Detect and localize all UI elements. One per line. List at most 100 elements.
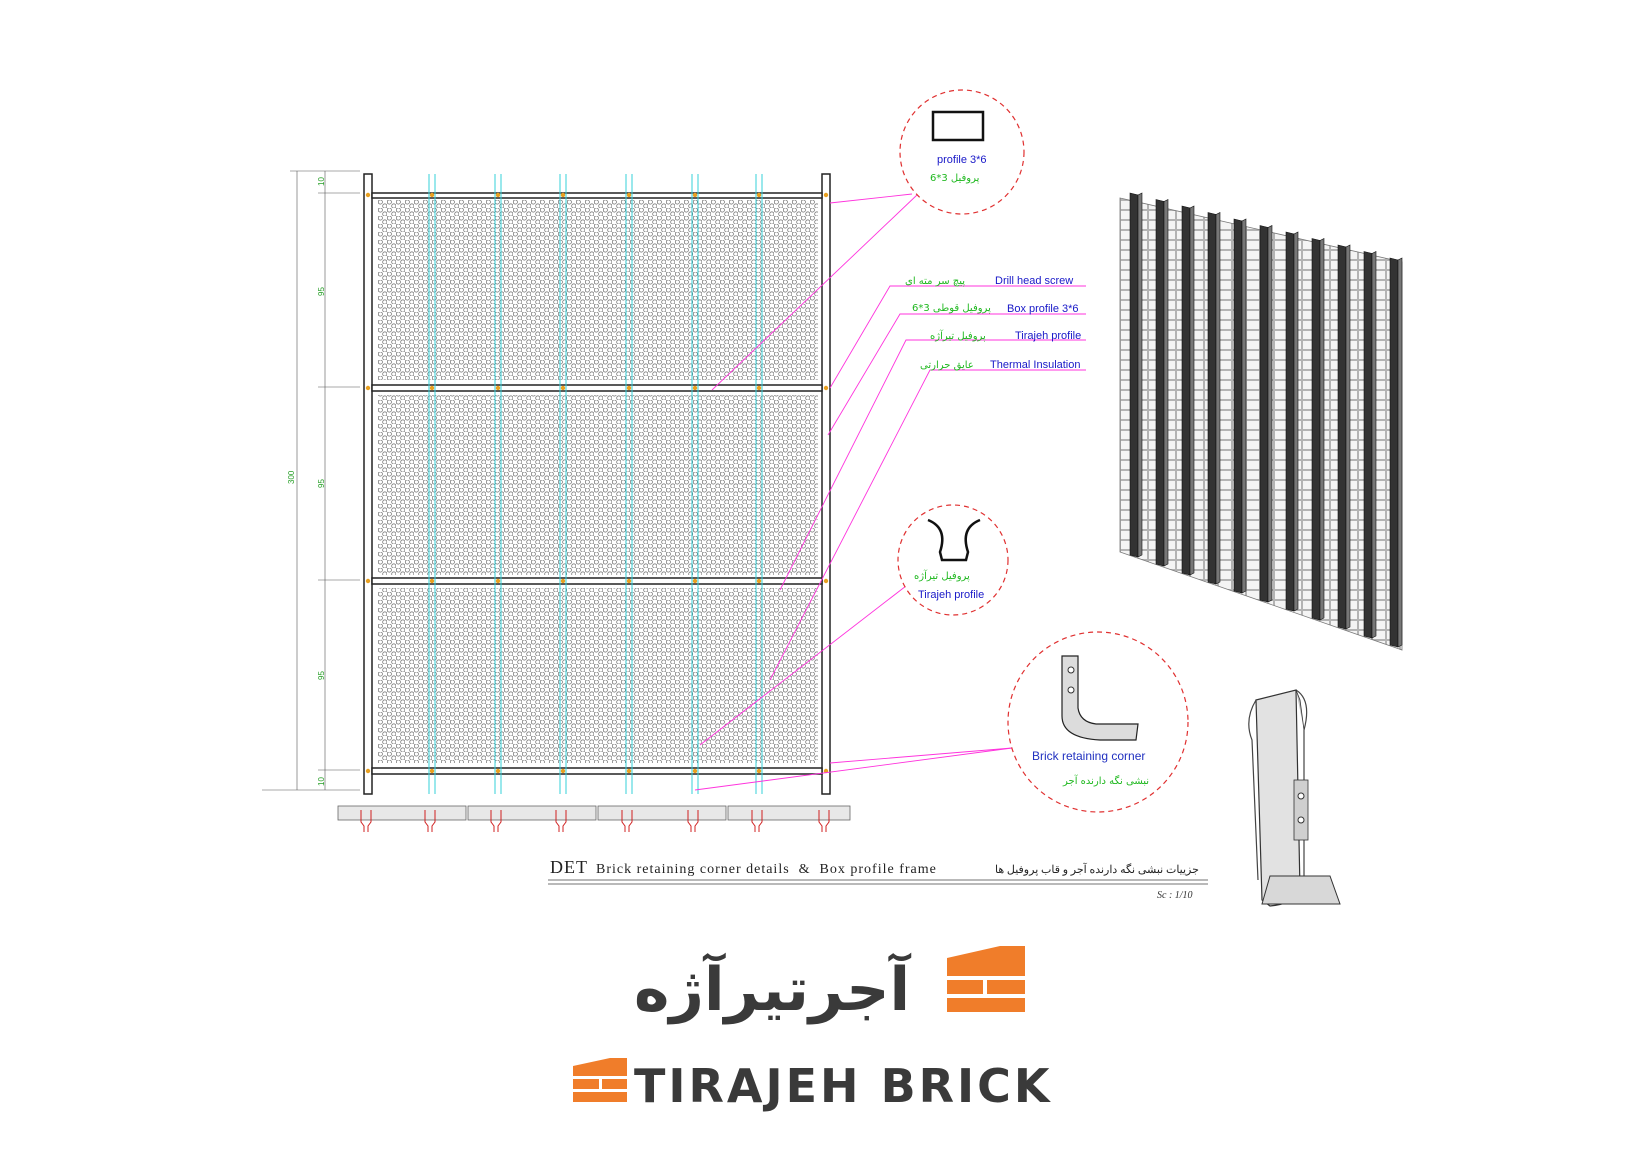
retaining-corner-icon [1061,655,1139,741]
brick-logo-bottom [573,1058,627,1102]
tirajeh-vertical-profiles [428,174,763,794]
screw-marker [756,192,762,198]
corner-label-fa: نبشی نگه دارنده آجر [1062,774,1149,787]
title-scale: Sc : 1/10 [1157,890,1193,901]
iso-vertical-post-side [1267,225,1273,603]
screw-marker [692,192,698,198]
screw-marker [692,578,698,584]
screw-marker [560,768,566,774]
thermal-insulation-label: Thermal Insulation [990,359,1081,371]
iso-vertical-post [1155,199,1165,567]
screw-marker [626,768,632,774]
dim-bottom: 10 [317,777,326,786]
iso-vertical-post [1363,251,1373,639]
screw-marker [692,385,698,391]
isometric-grid-view [1119,192,1403,651]
profile-label-en: profile 3*6 [937,154,987,166]
tirajeh-profile-label: Tirajeh profile [1015,330,1081,342]
iso-vertical-post [1337,244,1347,630]
screw-marker [365,578,371,584]
profile-label-fa: پروفیل 3*6 [930,173,980,184]
drill-screw-label: Drill head screw [995,275,1073,287]
iso-vertical-post-side [1137,192,1143,558]
screw-marker [495,192,501,198]
component-labels: Drill head screw پیچ سر مته ای Box profi… [905,275,1081,371]
corner-callout: Brick retaining corner نبشی نگه دارنده آ… [1007,631,1189,813]
brand-logo: آجرتیرآژه TIRAJEH BRICK [573,946,1053,1113]
iso-vertical-post [1389,257,1399,648]
tirajeh-circle-label-fa: پروفیل تیرآژه [914,569,970,582]
title-en: Brick retaining corner details & Box pro… [596,862,937,877]
base-clip [360,810,372,832]
screw-marker [495,578,501,584]
base-clip [621,810,633,832]
tirajeh-profile-label-fa: پروفیل تیرآژه [930,329,986,342]
elevation-drawing: 300 10 95 95 95 10 [262,170,851,832]
iso-vertical-post-side [1397,257,1403,648]
title-block: DET Brick retaining corner details & Box… [548,857,1208,901]
screw-markers [365,192,829,774]
iso-vertical-post-side [1319,238,1325,621]
horizontal-profiles [371,192,823,775]
screw-marker [756,768,762,774]
base-clip [424,810,436,832]
logo-persian-text: آجرتیرآژه [634,952,911,1025]
screw-marker [365,385,371,391]
left-post [363,173,373,795]
base-clip [687,810,699,832]
screw-marker [823,192,829,198]
iso-vertical-post [1285,231,1295,612]
dim-row3: 95 [317,671,326,680]
box-profile-label: Box profile 3*6 [1007,303,1079,315]
iso-vertical-post-side [1189,205,1195,576]
screw-marker [495,768,501,774]
title-det: DET [550,857,588,877]
box-profile-icon [931,110,985,142]
screw-marker [429,385,435,391]
screw-marker [692,768,698,774]
iso-vertical-post [1181,205,1191,576]
screw-marker [560,385,566,391]
thermal-insulation-label-fa: عایق حرارتی [920,360,974,371]
tirajeh-profile-callout: پروفیل تیرآژه Tirajeh profile [897,504,1009,616]
mesh-panel-middle [378,395,818,575]
screw-marker [823,578,829,584]
base-clip [555,810,567,832]
screw-marker [560,192,566,198]
dim-row1: 95 [317,287,326,296]
base-brick-strip [337,805,851,832]
screw-marker [429,578,435,584]
screw-marker [365,768,371,774]
screw-marker [823,385,829,391]
dimension-lines [262,170,360,791]
iso-vertical-post-side [1293,231,1299,612]
profile-callout: profile 3*6 پروفیل 3*6 [899,89,1025,215]
leader-lines [694,193,1086,791]
brick-logo-top [947,946,1025,1012]
dim-row2: 95 [317,479,326,488]
screw-marker [365,192,371,198]
title-fa: جزییات نبشی نگه دارنده آجر و قاب پروفیل … [995,863,1199,876]
base-clip [490,810,502,832]
iso-vertical-post-side [1241,218,1247,594]
drill-screw-label-fa: پیچ سر مته ای [905,276,965,287]
tirajeh-circle-label-en: Tirajeh profile [918,589,984,601]
screw-marker [560,578,566,584]
tirajeh-profile-icon [927,518,981,562]
iso-vertical-post-side [1345,244,1351,630]
corner-label-en: Brick retaining corner [1032,749,1145,763]
screw-marker [756,385,762,391]
base-clip [818,810,830,832]
dim-top: 10 [317,177,326,186]
mesh-panel-top [378,200,818,380]
screw-marker [429,192,435,198]
iso-vertical-post [1207,212,1217,585]
screw-marker [495,385,501,391]
iso-vertical-post [1233,218,1243,594]
screw-marker [429,768,435,774]
iso-vertical-post-side [1163,199,1169,567]
screw-marker [626,192,632,198]
iso-vertical-post-side [1215,212,1221,585]
logo-latin-text: TIRAJEH BRICK [634,1059,1053,1113]
